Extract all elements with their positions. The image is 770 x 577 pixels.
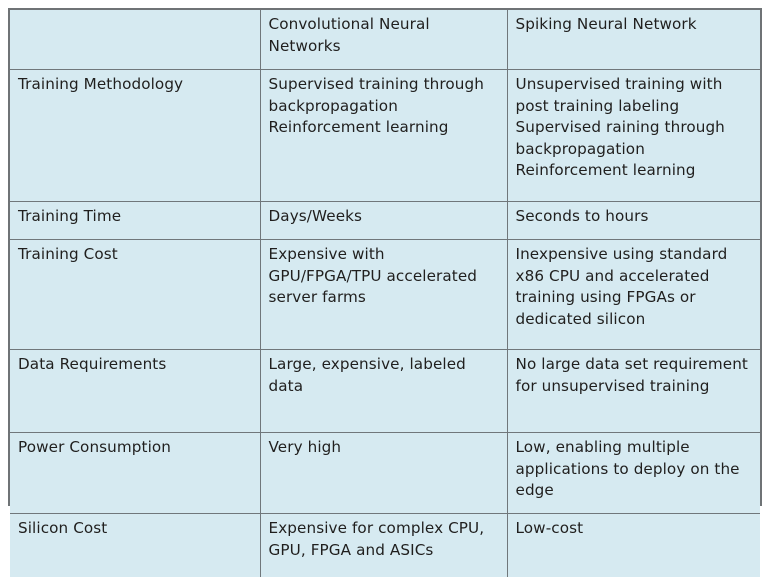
table-row: Power Consumption Very high Low, enablin… — [10, 433, 760, 514]
cell-snn-power-consumption: Low, enabling multiple applications to d… — [507, 433, 760, 514]
header-cnn-label: Convolutional Neural Networks — [269, 14, 499, 57]
row-label-power-consumption: Power Consumption — [10, 433, 260, 514]
header-cell-snn: Spiking Neural Network — [507, 10, 760, 70]
cell-cnn-training-cost: Expensive with GPU/FPGA/TPU accelerated … — [260, 240, 507, 350]
row-label-training-time: Training Time — [10, 202, 260, 240]
table-row: Silicon Cost Expensive for complex CPU, … — [10, 514, 760, 577]
cell-cnn-power-consumption: Very high — [260, 433, 507, 514]
row-label-training-methodology: Training Methodology — [10, 70, 260, 202]
header-snn-label: Spiking Neural Network — [516, 14, 753, 36]
table-row: Training Methodology Supervised training… — [10, 70, 760, 202]
table-header-row: Convolutional Neural Networks Spiking Ne… — [10, 10, 760, 70]
header-cell-cnn: Convolutional Neural Networks — [260, 10, 507, 70]
row-label-silicon-cost: Silicon Cost — [10, 514, 260, 577]
row-label-training-cost: Training Cost — [10, 240, 260, 350]
cell-cnn-training-methodology: Supervised training through backpropagat… — [260, 70, 507, 202]
cell-snn-silicon-cost: Low-cost — [507, 514, 760, 577]
header-cell-blank — [10, 10, 260, 70]
table-row: Training Cost Expensive with GPU/FPGA/TP… — [10, 240, 760, 350]
cell-snn-training-cost: Inexpensive using standard x86 CPU and a… — [507, 240, 760, 350]
table-row: Training Time Days/Weeks Seconds to hour… — [10, 202, 760, 240]
cell-cnn-data-requirements: Large, expensive, labeled data — [260, 350, 507, 433]
row-label-data-requirements: Data Requirements — [10, 350, 260, 433]
cell-snn-data-requirements: No large data set requirement for unsupe… — [507, 350, 760, 433]
comparison-table-container: Convolutional Neural Networks Spiking Ne… — [8, 8, 762, 506]
cell-snn-training-methodology: Unsupervised training with post training… — [507, 70, 760, 202]
cnn-vs-snn-comparison-table: Convolutional Neural Networks Spiking Ne… — [10, 10, 760, 577]
page-root: Convolutional Neural Networks Spiking Ne… — [0, 0, 770, 515]
cell-cnn-silicon-cost: Expensive for complex CPU, GPU, FPGA and… — [260, 514, 507, 577]
table-row: Data Requirements Large, expensive, labe… — [10, 350, 760, 433]
cell-snn-training-time: Seconds to hours — [507, 202, 760, 240]
cell-cnn-training-time: Days/Weeks — [260, 202, 507, 240]
